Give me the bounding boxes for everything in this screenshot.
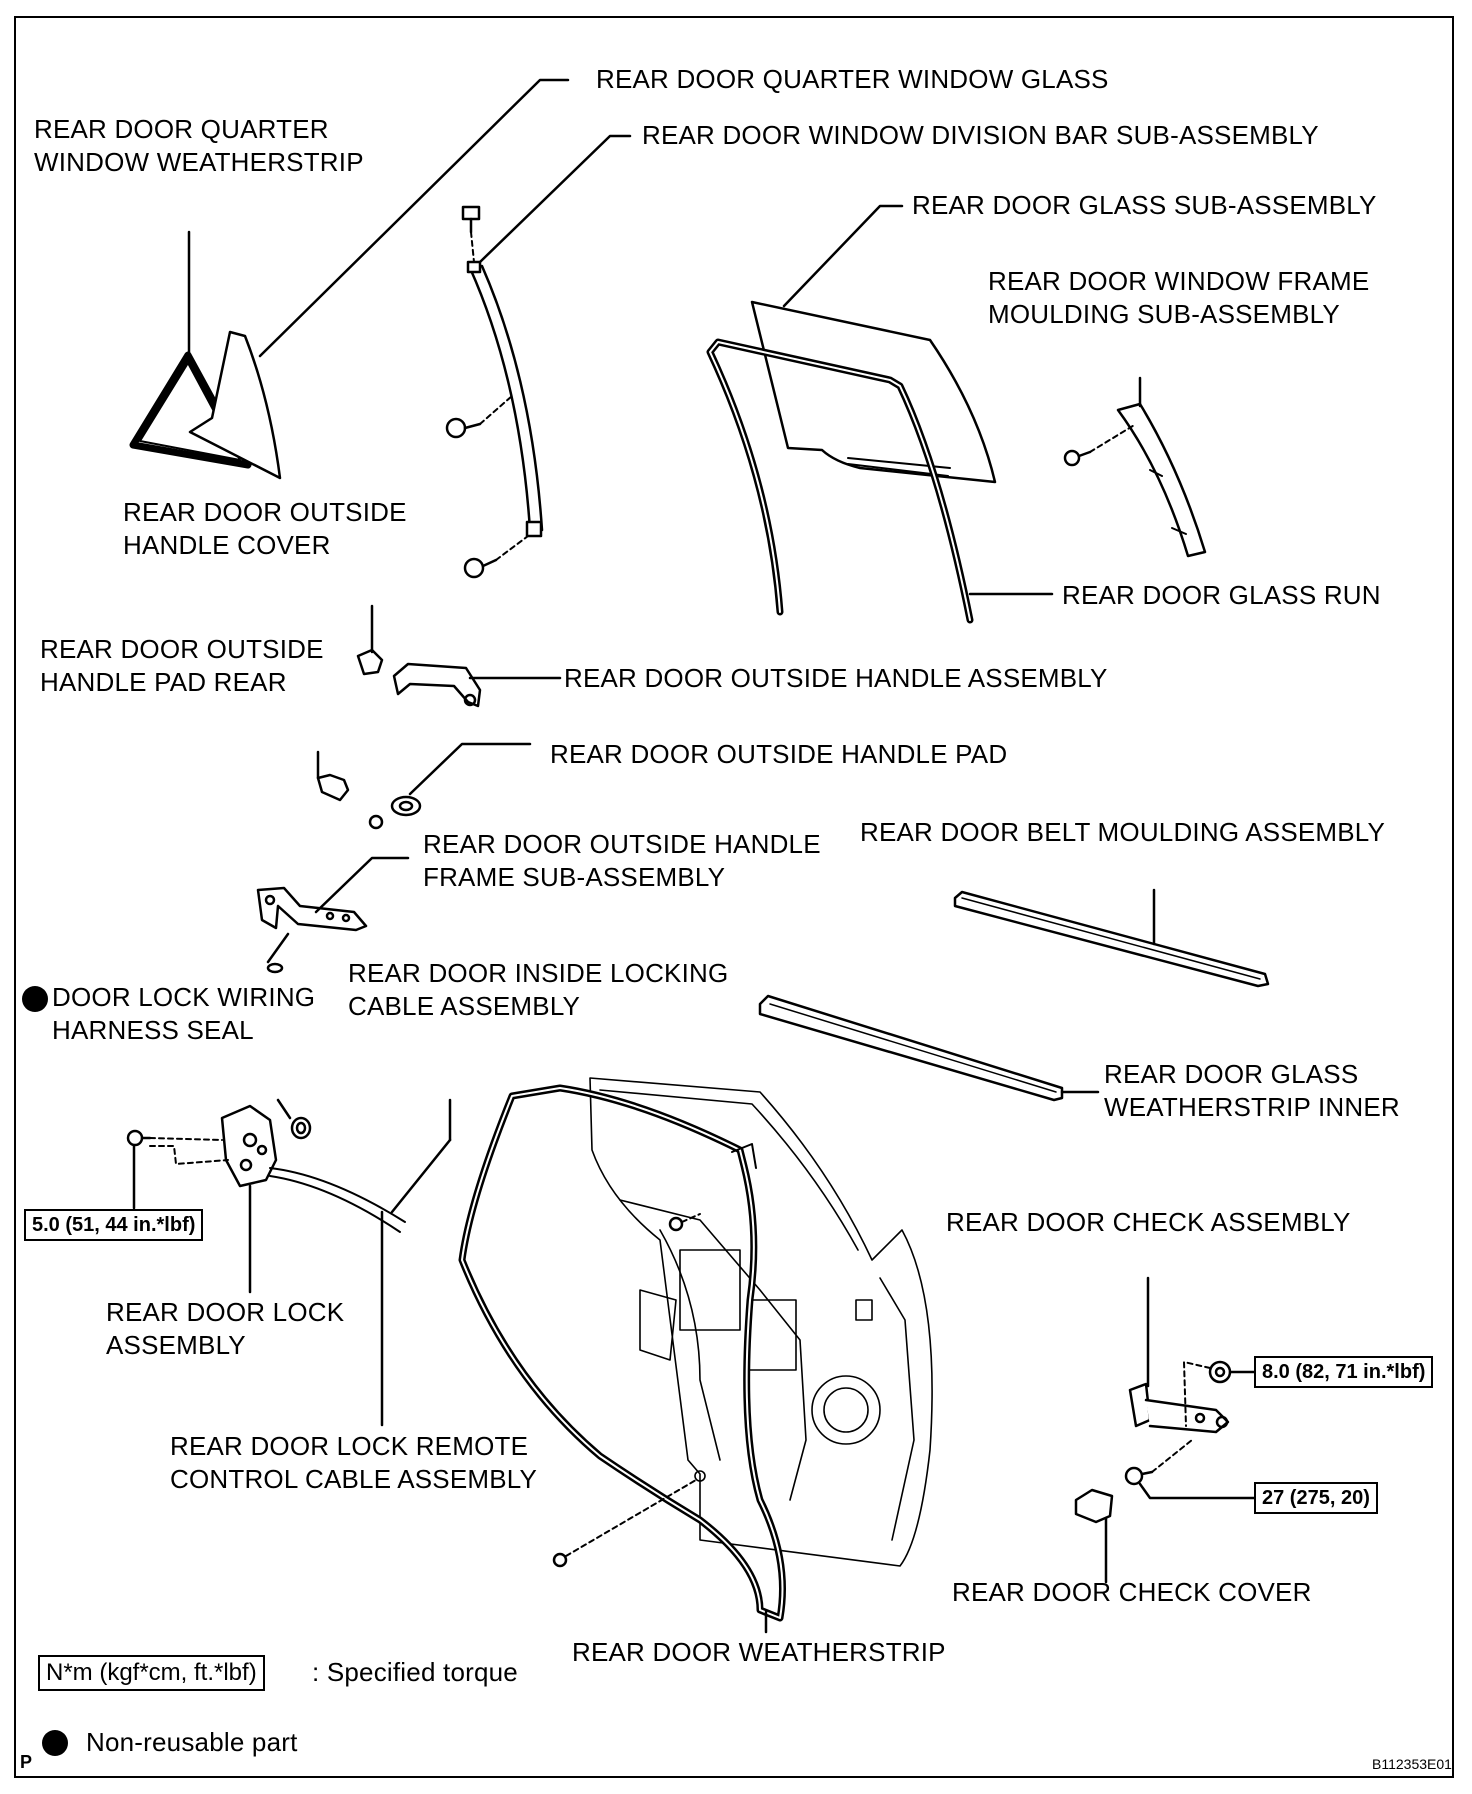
handle-cover-part (316, 773, 350, 802)
label-frame-moulding-line2: MOULDING SUB-ASSEMBLY (988, 299, 1340, 329)
door-panel-part (589, 1077, 933, 1567)
check-nut (1208, 1360, 1232, 1384)
door-check-part (1124, 1360, 1232, 1486)
leader-inside-locking-diag (390, 1138, 452, 1214)
legend-torque-text: : Specified torque (312, 1657, 518, 1687)
label-handle-pad-rear-line1: REAR DOOR OUTSIDE (40, 634, 324, 664)
leader-glass-sub (782, 204, 904, 308)
glass-run-part (706, 338, 974, 624)
check-bolt (1124, 1466, 1154, 1486)
label-remote-cable-line2: CONTROL CABLE ASSEMBLY (170, 1464, 538, 1494)
label-inside-locking-line2: CABLE ASSEMBLY (348, 991, 581, 1021)
leader-handle-frame (314, 856, 410, 914)
quarter-window-glass-part (188, 330, 282, 480)
weatherstrip-inner-part (758, 994, 1064, 1102)
figure-id: B112353E01 (1372, 1756, 1452, 1772)
label-handle-frame-line2: FRAME SUB-ASSEMBLY (423, 862, 726, 892)
label-weatherstrip-inner-line2: WEATHERSTRIP INNER (1104, 1092, 1400, 1122)
label-belt-moulding: REAR DOOR BELT MOULDING ASSEMBLY (860, 817, 1386, 847)
label-lock-assy-line2: ASSEMBLY (106, 1330, 246, 1360)
nonreusable-dot-icon (22, 986, 48, 1012)
torque-lock: 5.0 (51, 44 in.*lbf) (24, 1209, 204, 1241)
label-quarter-window-glass: REAR DOOR QUARTER WINDOW GLASS (596, 64, 1109, 94)
door-weatherstrip-part (458, 1084, 786, 1622)
screw-frame-moulding (1063, 449, 1092, 467)
bolt-top (461, 205, 481, 234)
legend-nonreusable-dot-icon (42, 1730, 68, 1756)
label-weatherstrip-inner-line1: REAR DOOR GLASS (1104, 1059, 1359, 1089)
label-check-assy: REAR DOOR CHECK ASSEMBLY (946, 1207, 1351, 1237)
label-lock-assy-line1: REAR DOOR LOCK (106, 1297, 345, 1327)
legend-torque-box: N*m (kgf*cm, ft.*lbf) (38, 1655, 265, 1691)
bolt-mid (445, 417, 482, 439)
division-bar-part (445, 205, 544, 579)
handle-frame-part (256, 886, 368, 974)
belt-moulding-part (953, 890, 1270, 988)
label-frame-moulding-line1: REAR DOOR WINDOW FRAME (988, 266, 1370, 296)
label-remote-cable-line1: REAR DOOR LOCK REMOTE (170, 1431, 529, 1461)
diagram-frame (14, 16, 1454, 1778)
outside-handle-part (392, 662, 482, 708)
leader-harness-seal (276, 1098, 292, 1120)
leader-torque-check-lower (1138, 1482, 1256, 1500)
label-quarter-weatherstrip-line2: WINDOW WEATHERSTRIP (34, 147, 364, 177)
bolt-low (463, 557, 498, 579)
label-check-cover: REAR DOOR CHECK COVER (952, 1577, 1312, 1607)
legend-nonreusable-text: Non-reusable part (86, 1727, 298, 1757)
label-weatherstrip: REAR DOOR WEATHERSTRIP (572, 1637, 946, 1667)
label-inside-locking-line1: REAR DOOR INSIDE LOCKING (348, 958, 729, 988)
p-mark: P (20, 1752, 33, 1772)
leader-handle-pad (408, 742, 532, 796)
label-harness-seal-line2: HARNESS SEAL (52, 1015, 254, 1045)
label-handle-frame-line1: REAR DOOR OUTSIDE HANDLE (423, 829, 821, 859)
leader-division-bar (478, 134, 632, 264)
door-lock-part (126, 1104, 406, 1233)
label-handle-pad-rear-line2: HANDLE PAD REAR (40, 667, 287, 697)
label-outside-handle-assy: REAR DOOR OUTSIDE HANDLE ASSEMBLY (564, 663, 1108, 693)
leader-quarter-glass (258, 78, 570, 358)
label-quarter-weatherstrip-line1: REAR DOOR QUARTER (34, 114, 329, 144)
torque-check-lower: 27 (275, 20) (1254, 1482, 1378, 1514)
handle-pad-part (368, 795, 422, 830)
check-cover-part (1074, 1488, 1114, 1524)
label-harness-seal-line1: DOOR LOCK WIRING (52, 982, 316, 1012)
label-glass-run: REAR DOOR GLASS RUN (1062, 580, 1381, 610)
door-glass-part (750, 300, 997, 484)
label-handle-cover-line2: HANDLE COVER (123, 530, 331, 560)
clip-weatherstrip-top (668, 1213, 701, 1232)
frame-moulding-part (1063, 402, 1207, 558)
label-division-bar: REAR DOOR WINDOW DIVISION BAR SUB-ASSEMB… (642, 120, 1319, 150)
label-outside-handle-pad: REAR DOOR OUTSIDE HANDLE PAD (550, 739, 1008, 769)
lock-screw (126, 1129, 152, 1147)
label-handle-cover-line1: REAR DOOR OUTSIDE (123, 497, 407, 527)
torque-check-upper: 8.0 (82, 71 in.*lbf) (1254, 1356, 1434, 1388)
harness-seal-part (290, 1116, 312, 1140)
label-glass-sub: REAR DOOR GLASS SUB-ASSEMBLY (912, 190, 1377, 220)
handle-pad-rear-part (356, 648, 384, 676)
clip-weatherstrip-low (552, 1479, 697, 1568)
